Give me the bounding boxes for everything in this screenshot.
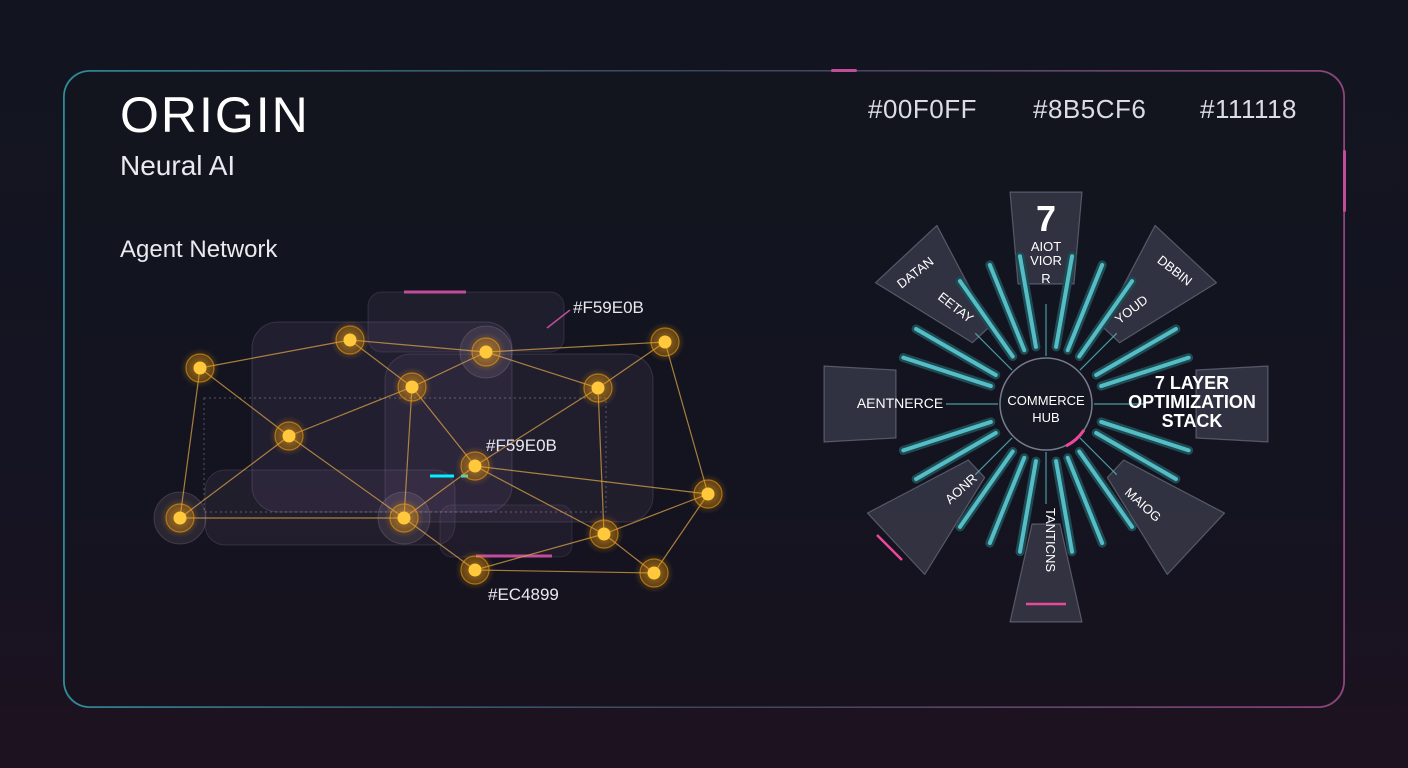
palette-hex-violet: #8B5CF6 — [1033, 94, 1147, 124]
node-annotation: #EC4899 — [488, 585, 559, 604]
spoke-line — [974, 332, 1013, 371]
brand-title: ORIGIN — [120, 87, 310, 143]
network-edge — [179, 367, 201, 519]
network-edge — [474, 569, 655, 574]
agent-node — [330, 320, 370, 360]
palette-hex-dark: #111118 — [1200, 94, 1298, 124]
network-nodes — [153, 320, 728, 593]
network-edge — [403, 386, 413, 519]
radial-blade — [866, 459, 986, 576]
spoke-bar-core — [1094, 431, 1178, 481]
network-edge — [597, 387, 605, 535]
agent-node — [377, 491, 431, 545]
spoke-bar-core — [914, 327, 998, 377]
agent-node — [459, 325, 513, 379]
radial-blade — [1106, 459, 1226, 576]
blade-accent — [876, 534, 903, 561]
spoke-line — [974, 437, 1013, 476]
spoke-bar-core — [987, 262, 1027, 353]
spoke-line — [1079, 332, 1118, 371]
palette-hex-cyan: #00F0FF — [868, 94, 977, 124]
spoke-bar-core — [1054, 254, 1075, 349]
glass-panel — [251, 321, 513, 513]
agent-node — [688, 474, 728, 514]
spoke-line — [1079, 437, 1118, 476]
network-edge — [474, 533, 605, 571]
agent-node — [578, 368, 618, 408]
network-edge — [664, 341, 709, 495]
radial-blade — [1009, 523, 1083, 623]
node-annotation: #F59E0B — [573, 298, 644, 317]
hub-accent-arc — [1065, 429, 1086, 448]
spoke-bar-core — [901, 419, 993, 453]
agent-node — [153, 491, 207, 545]
spoke-bar-core — [901, 355, 993, 389]
spoke-bar-core — [1099, 419, 1191, 453]
spoke-bar-core — [1077, 279, 1135, 359]
stack-label: 7 LAYER — [1155, 373, 1229, 393]
stack-label: OPTIMIZATION — [1128, 392, 1256, 412]
node-annotation: #F59E0B — [486, 436, 557, 455]
spoke-bar-core — [1094, 327, 1178, 377]
agent-node — [392, 367, 432, 407]
network-edge — [179, 435, 290, 519]
agent-node — [634, 553, 674, 593]
radial-blade — [823, 365, 897, 443]
stack-label: STACK — [1162, 411, 1223, 431]
agent-node — [645, 322, 685, 362]
network-edge — [485, 341, 666, 353]
radial-blade — [1195, 365, 1269, 443]
section-title: Agent Network — [120, 236, 278, 263]
hub-circle — [999, 357, 1093, 451]
spoke-bar-core — [1017, 459, 1038, 554]
spoke-bar-core — [987, 455, 1027, 546]
spoke-bar-core — [1065, 262, 1105, 353]
brand-subtitle: Neural AI — [120, 150, 236, 181]
agent-node — [584, 514, 624, 554]
hub-label: COMMERCE — [1007, 393, 1085, 408]
agent-node — [269, 416, 309, 456]
annotation-leader — [546, 309, 571, 329]
top-blade-glyph: R — [1041, 271, 1050, 286]
network-edge — [288, 435, 405, 519]
radial-blade — [1101, 224, 1218, 344]
radial-blade — [1009, 191, 1083, 285]
spoke-bar-core — [914, 431, 998, 481]
hub-label: HUB — [1032, 410, 1059, 425]
spoke-label: AENTNERCE — [857, 395, 943, 411]
radial-blade — [874, 224, 991, 344]
network-edge — [474, 387, 599, 467]
spoke-bar-core — [1077, 449, 1135, 529]
agent-node — [455, 550, 495, 590]
agent-node — [180, 348, 220, 388]
network-edge — [199, 339, 351, 369]
network-edge — [349, 339, 487, 353]
network-edge — [288, 386, 413, 437]
network-edge — [474, 465, 605, 535]
spoke-label: TANTICNS — [1043, 508, 1058, 572]
top-blade-glyph: VIOR — [1030, 253, 1062, 268]
spoke-bar-core — [957, 279, 1015, 359]
spoke-bar-core — [1054, 459, 1075, 554]
network-edge — [474, 465, 709, 495]
top-blade-number: 7 — [1036, 198, 1056, 239]
top-blade-glyph: AIOT — [1031, 239, 1061, 254]
spoke-bar-core — [1017, 254, 1038, 349]
spoke-bar-core — [1065, 455, 1105, 546]
spoke-bar-core — [1099, 355, 1191, 389]
frame-right-accent — [1343, 150, 1346, 212]
spoke-bar-core — [957, 449, 1015, 529]
frame-top-accent — [831, 69, 857, 72]
agent-node — [455, 446, 495, 486]
